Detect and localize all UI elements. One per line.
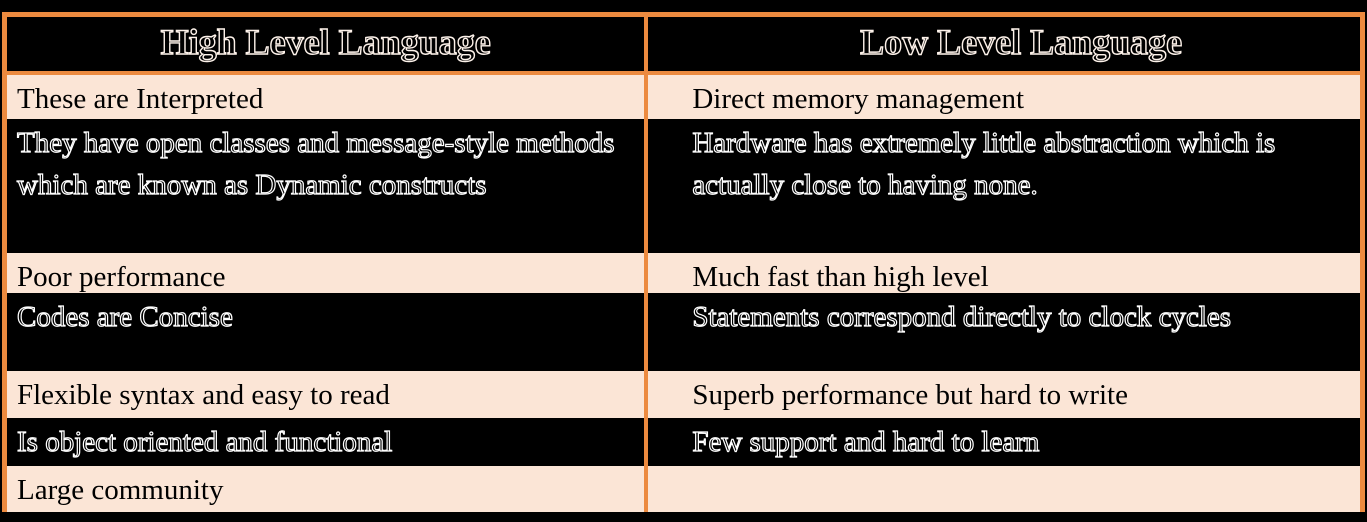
cell-low-level: Statements correspond directly to clock … xyxy=(648,293,1360,371)
table-row: They have open classes and message-style… xyxy=(7,119,1360,253)
table-row: Large community xyxy=(7,466,1360,512)
table-row: Is object oriented and functional Few su… xyxy=(7,418,1360,466)
cell-high-level: Codes are Concise xyxy=(7,293,649,371)
table-row: These are Interpreted Direct memory mana… xyxy=(7,75,1360,119)
cell-high-level: These are Interpreted xyxy=(7,75,649,119)
comparison-table: High Level Language Low Level Language T… xyxy=(2,12,1365,512)
table-row: Poor performance Much fast than high lev… xyxy=(7,253,1360,293)
cell-low-level: Much fast than high level xyxy=(648,253,1360,293)
table-row: Flexible syntax and easy to read Superb … xyxy=(7,371,1360,418)
cell-high-level: Poor performance xyxy=(7,253,649,293)
cell-low-level: Superb performance but hard to write xyxy=(648,371,1360,418)
cell-high-level: Flexible syntax and easy to read xyxy=(7,371,649,418)
header-low-level-language: Low Level Language xyxy=(648,17,1360,71)
cell-low-level: Hardware has extremely little abstractio… xyxy=(648,119,1360,253)
cell-low-level: Direct memory management xyxy=(648,75,1360,119)
table-header-row: High Level Language Low Level Language xyxy=(7,17,1360,75)
table-row: Codes are Concise Statements correspond … xyxy=(7,293,1360,371)
cell-low-level xyxy=(648,466,1360,512)
header-high-level-language: High Level Language xyxy=(7,17,649,71)
cell-high-level: They have open classes and message-style… xyxy=(7,119,649,253)
cell-high-level: Is object oriented and functional xyxy=(7,418,649,466)
cell-high-level: Large community xyxy=(7,466,649,512)
cell-low-level: Few support and hard to learn xyxy=(648,418,1360,466)
